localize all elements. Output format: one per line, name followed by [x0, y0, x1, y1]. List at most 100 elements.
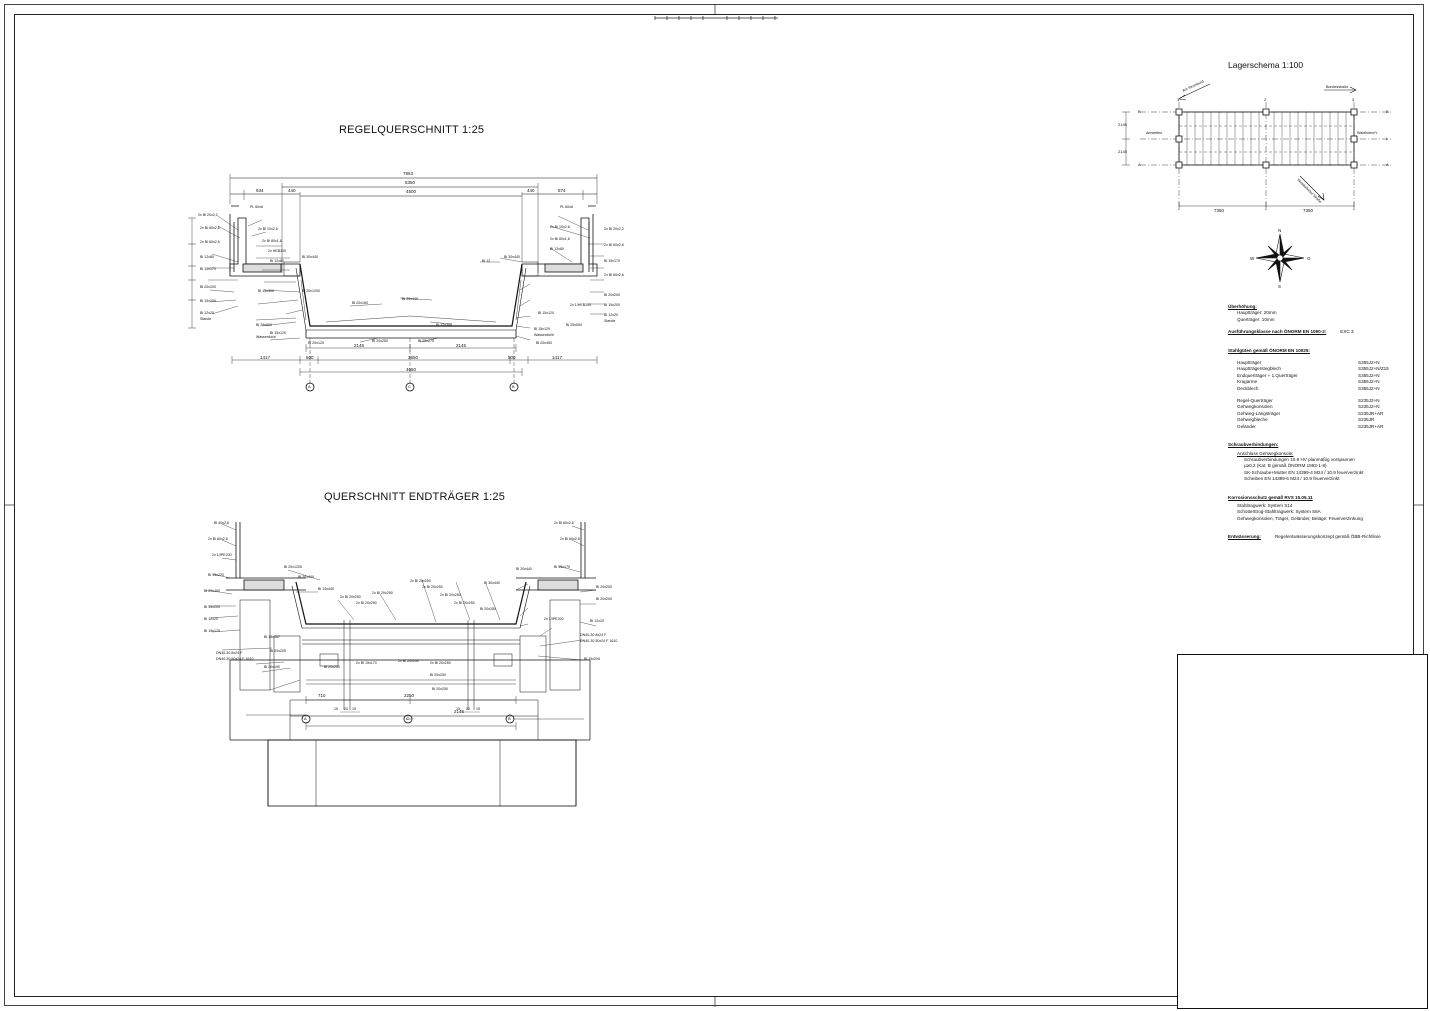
svg-text:Bl 15x170: Bl 15x170 [554, 565, 570, 569]
dim-top-overall: 7853 [403, 171, 414, 176]
svg-text:2x Bl 60x2,6: 2x Bl 60x2,6 [200, 226, 220, 230]
svg-text:Bl 40x2,6: Bl 40x2,6 [214, 521, 229, 525]
corrosion-line: Schotterttrog-Stahltragwerk: System S8A [1237, 509, 1321, 515]
svg-text:Bl 15x200: Bl 15x200 [604, 303, 620, 307]
svg-text:Bl 12: Bl 12 [482, 259, 490, 263]
dim-left-cant-a: 934 [256, 188, 264, 193]
axis-label-a-end: A [304, 716, 307, 721]
svg-text:Bl 15x120: Bl 15x120 [534, 327, 550, 331]
svg-text:Bl 20x450: Bl 20x450 [536, 341, 552, 345]
svg-text:Bl 20x250: Bl 20x250 [372, 339, 388, 343]
svg-text:Bl 20x1200: Bl 20x1200 [284, 565, 302, 569]
lager-side-a: 2145 [1118, 122, 1127, 127]
svg-text:2x Bl 20x250: 2x Bl 20x250 [430, 661, 451, 665]
svg-text:Bl 15x205: Bl 15x205 [584, 657, 600, 661]
svg-text:2x Bl 20x250: 2x Bl 20x250 [372, 591, 393, 595]
svg-text:Bl 12x80: Bl 12x80 [270, 259, 284, 263]
svg-text:Bl 15x300: Bl 15x300 [258, 289, 274, 293]
svg-text:DN40-30 50x24 F 1610: DN40-30 50x24 F 1610 [216, 657, 253, 661]
svg-text:20: 20 [466, 707, 470, 711]
svg-text:Waidhofen/Y.: Waidhofen/Y. [1357, 131, 1378, 135]
drainage-value: Regelentwässerungskonzept gemäß ÖBB-Rich… [1274, 534, 1381, 540]
axis-label-a: A [308, 384, 311, 389]
dim-top-inner: 5350 [405, 180, 416, 185]
svg-text:Bl 30x440: Bl 30x440 [484, 581, 500, 585]
svg-text:2x Bl 60x2,6: 2x Bl 60x2,6 [200, 240, 220, 244]
svg-text:Bl 12x20: Bl 12x20 [604, 313, 618, 317]
drawing-border-inner [14, 14, 1414, 997]
bolts-line: μ≥0,2 (Kat. B gemäß ÖNORM 1993-1-8) [1244, 463, 1327, 469]
svg-text:DN40-30 50x24 F 1610: DN40-30 50x24 F 1610 [580, 639, 617, 643]
bearing-scheme-title: Lagerschema 1:100 [1228, 60, 1304, 70]
svg-text:PL 60x6: PL 60x6 [250, 205, 263, 209]
svg-text:Bundesstraße: Bundesstraße [1326, 85, 1348, 89]
svg-text:Bl 20x250: Bl 20x250 [324, 665, 340, 669]
corrosion-line: Gehwegkonsolen, Träger, Geländer, Beläge… [1237, 515, 1363, 521]
svg-text:15: 15 [476, 707, 480, 711]
bolts-line: Scheiben EN 14399-6 M24 / 10.9 feuerverz… [1244, 476, 1340, 482]
svg-text:Am Strombord: Am Strombord [1182, 79, 1205, 92]
regular-cross-section: 2x Bl 20x2,2 2x Bl 60x2,6 2x Bl 60x2,6 Bl … [188, 174, 624, 392]
dim-bottom-left-b: 500 [306, 355, 314, 360]
compass-rose-icon [1255, 233, 1305, 283]
svg-text:2x Bl 15x170: 2x Bl 15x170 [356, 661, 377, 665]
compass-west: W [1250, 256, 1255, 261]
svg-text:Bl 20x440: Bl 20x440 [516, 567, 532, 571]
svg-text:Wasserdicht: Wasserdicht [534, 333, 554, 337]
svg-text:2x Bl 20x250: 2x Bl 20x250 [340, 595, 361, 599]
svg-text:2x Bl 20x2,2: 2x Bl 20x2,2 [604, 227, 624, 231]
dim-half-right: 2145 [456, 343, 467, 348]
dim-right-cant-b: 874 [558, 188, 566, 193]
steel-grades-heading: Stahlgüten gemäß ÖNORM EN 10025: [1228, 347, 1310, 353]
svg-text:2x Bl 60x2,6: 2x Bl 60x2,6 [604, 243, 624, 247]
compass-south: S [1278, 284, 1282, 289]
svg-text:Bl 20x270: Bl 20x270 [418, 339, 434, 343]
lager-axis-b-left: B [1138, 109, 1141, 114]
svg-text:2x Bl 20x250: 2x Bl 20x250 [422, 585, 443, 589]
camber-line: Querträger: 10mm [1237, 316, 1275, 322]
svg-text:2x Bl 20x250: 2x Bl 20x250 [356, 601, 377, 605]
bolts-line: Schraubverbindungen 10.9 HV planmäßig vo… [1244, 456, 1355, 462]
dim-end-710: 710 [318, 693, 326, 698]
axis-label-c-end: C [406, 716, 409, 721]
execution-class-value: EXC 3 [1340, 329, 1354, 335]
svg-text:PL 60x6: PL 60x6 [560, 205, 573, 209]
svg-text:2x Bl 20x250: 2x Bl 20x250 [410, 579, 431, 583]
svg-text:2x Bl 20x250: 2x Bl 20x250 [454, 601, 475, 605]
axis-label-b-end: B [508, 716, 511, 721]
lager-axis-l-right: L [1386, 136, 1389, 141]
svg-text:Bl 12x20: Bl 12x20 [200, 311, 214, 315]
lager-side-b: 2145 [1118, 149, 1127, 154]
dim-end-2250: 2250 [404, 693, 415, 698]
svg-text:Westbahnhof Straße: Westbahnhof Straße [1296, 178, 1322, 204]
svg-text:Stande: Stande [604, 319, 615, 323]
lager-axis-b-right: B [1386, 109, 1389, 114]
camber-line: Hauptträger: 20mm [1237, 310, 1277, 316]
svg-text:Bl 20x440: Bl 20x440 [298, 575, 314, 579]
svg-text:Bl 20x200: Bl 20x200 [200, 285, 216, 289]
camber-heading: Überhöhung: [1228, 304, 1257, 309]
drainage-label: Entwässerung: [1228, 534, 1261, 540]
svg-text:2x Bl 80x1,6: 2x Bl 80x1,6 [550, 237, 570, 241]
svg-text:Bl 20x205: Bl 20x205 [270, 649, 286, 653]
svg-text:Bl 20x160: Bl 20x160 [352, 301, 368, 305]
svg-text:Bl 15x120: Bl 15x120 [270, 331, 286, 335]
svg-text:2x Bl 60x2,6: 2x Bl 60x2,6 [560, 537, 580, 541]
svg-text:DN40-30 8x24 F: DN40-30 8x24 F [216, 651, 243, 655]
svg-text:Bl 12x300: Bl 12x300 [436, 323, 452, 327]
svg-text:Bl 25x500: Bl 25x500 [566, 323, 582, 327]
svg-text:Bl 20x190: Bl 20x190 [264, 665, 280, 669]
corrosion-heading: Korrosionsschutz gemäß RVS 15.05.11 [1228, 494, 1313, 500]
svg-text:Bl 30x440: Bl 30x440 [302, 255, 318, 259]
svg-text:2x 1/IPE200: 2x 1/IPE200 [544, 617, 564, 621]
dim-half-left: 2145 [354, 343, 365, 348]
svg-text:Bl 20x200: Bl 20x200 [596, 597, 612, 601]
lager-axis-3: 3 [1352, 97, 1355, 102]
svg-text:Bl 15x200: Bl 15x200 [200, 299, 216, 303]
